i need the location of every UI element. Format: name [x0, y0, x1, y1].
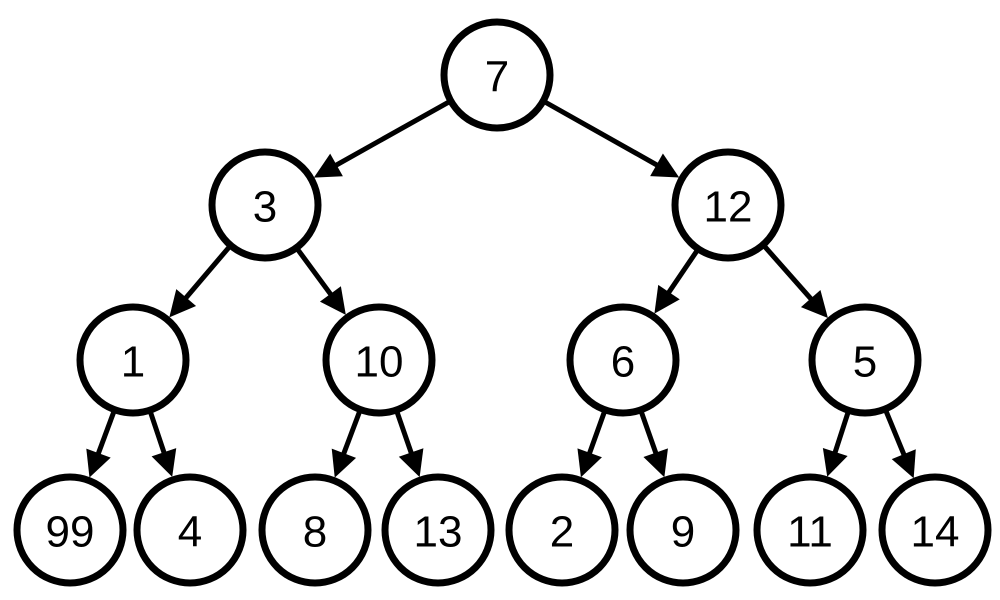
node-label: 10 — [355, 338, 404, 387]
node-label: 1 — [121, 338, 145, 387]
node-label: 7 — [485, 53, 509, 102]
edge-n10-n13 — [394, 409, 424, 478]
arrowhead — [331, 448, 357, 478]
arrowhead — [577, 448, 602, 478]
edge-n7-n12 — [541, 98, 680, 178]
node-circle — [133, 473, 247, 587]
arrowhead — [86, 448, 111, 478]
edge-line — [541, 98, 660, 168]
arrowhead — [822, 447, 848, 477]
tree-node-3: 3 — [208, 148, 322, 262]
edge-line — [333, 98, 452, 169]
edge-n7-n3 — [313, 98, 452, 178]
node-circle — [878, 473, 992, 587]
node-circle — [322, 303, 436, 417]
tree-node-12: 12 — [671, 148, 785, 262]
edge-line — [340, 408, 363, 457]
edge-n5-n14 — [882, 408, 916, 479]
edge-n6-n9 — [638, 409, 668, 478]
tree-node-10: 10 — [322, 303, 436, 417]
node-circle — [753, 473, 867, 587]
node-label: 13 — [414, 508, 463, 557]
edges-layer — [86, 98, 916, 479]
arrowhead — [169, 289, 197, 318]
tree-node-1: 1 — [76, 303, 190, 417]
edge-n3-n10 — [294, 246, 346, 315]
arrowhead — [891, 449, 916, 479]
edge-line — [832, 409, 852, 455]
node-circle — [566, 303, 680, 417]
tree-node-2: 2 — [505, 473, 619, 587]
tree-node-4: 4 — [133, 473, 247, 587]
node-circle — [671, 148, 785, 262]
node-label: 4 — [178, 508, 202, 557]
node-circle — [440, 18, 554, 132]
node-label: 2 — [550, 508, 574, 557]
tree-node-14: 14 — [878, 473, 992, 587]
arrowhead — [650, 153, 680, 178]
edge-line — [586, 409, 608, 456]
tree-node-6: 6 — [566, 303, 680, 417]
arrowhead — [643, 448, 668, 478]
node-label: 8 — [303, 508, 327, 557]
arrowhead — [313, 153, 343, 178]
edge-line — [394, 409, 415, 456]
tree-node-99: 99 — [13, 473, 127, 587]
edge-n10-n8 — [331, 408, 363, 478]
edge-n3-n1 — [169, 243, 233, 318]
node-circle — [13, 473, 127, 587]
edge-line — [761, 243, 814, 302]
edge-line — [182, 243, 233, 301]
node-circle — [808, 303, 922, 417]
edge-n12-n6 — [654, 247, 701, 314]
node-circle — [381, 473, 495, 587]
node-label: 14 — [911, 508, 960, 557]
node-label: 9 — [671, 508, 695, 557]
edge-n1-n99 — [86, 408, 117, 478]
edge-n5-n11 — [822, 409, 852, 477]
node-label: 11 — [787, 508, 833, 557]
tree-node-7: 7 — [440, 18, 554, 132]
edge-line — [294, 246, 334, 298]
node-label: 3 — [253, 183, 277, 232]
tree-node-9: 9 — [626, 473, 740, 587]
node-circle — [76, 303, 190, 417]
edge-line — [95, 408, 117, 456]
node-circle — [208, 148, 322, 262]
edge-n1-n4 — [147, 409, 177, 477]
node-circle — [258, 473, 372, 587]
arrowhead — [398, 448, 424, 478]
edge-n12-n5 — [761, 243, 828, 319]
node-label: 5 — [853, 338, 877, 387]
arrowhead — [151, 448, 177, 477]
nodes-layer: 7 3 12 1 10 6 5 99 4 8 13 2 9 11 14 — [13, 18, 992, 587]
edge-line — [665, 247, 701, 296]
tree-node-11: 11 — [753, 473, 867, 587]
edge-line — [147, 409, 167, 455]
tree-node-13: 13 — [381, 473, 495, 587]
edge-n6-n2 — [577, 409, 608, 478]
edge-line — [882, 408, 907, 457]
arrowhead — [800, 289, 828, 319]
node-circle — [626, 473, 740, 587]
tree-node-5: 5 — [808, 303, 922, 417]
node-circle — [505, 473, 619, 587]
arrowhead — [319, 286, 346, 315]
node-label: 6 — [611, 338, 635, 387]
node-label: 99 — [46, 508, 95, 557]
tree-node-8: 8 — [258, 473, 372, 587]
node-label: 12 — [704, 183, 753, 232]
edge-line — [638, 409, 659, 456]
arrowhead — [654, 284, 680, 314]
